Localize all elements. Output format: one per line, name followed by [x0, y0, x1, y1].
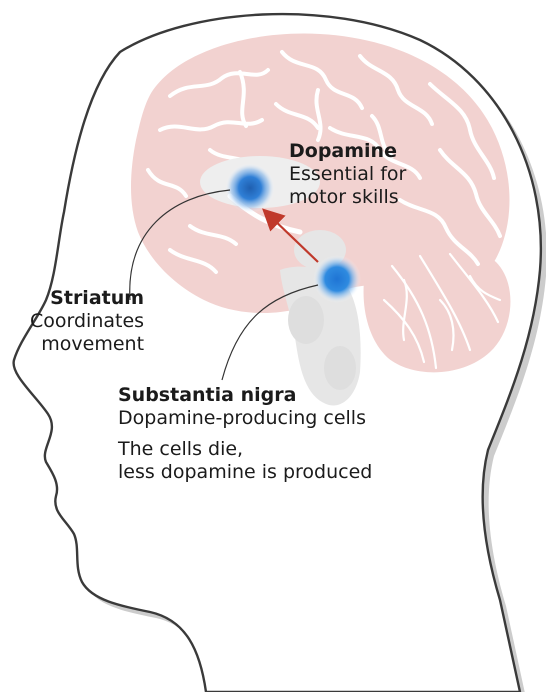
dopamine-label: Dopamine Essential for motor skills [289, 140, 406, 209]
substantia-nigra-note-line2: less dopamine is produced [118, 461, 372, 484]
striatum-desc-line2: movement [30, 333, 144, 356]
substantia-nigra-label: Substantia nigra Dopamine-producing cell… [118, 384, 372, 484]
substantia-nigra-marker [313, 255, 361, 303]
striatum-title: Striatum [30, 287, 144, 310]
substantia-nigra-desc: Dopamine-producing cells [118, 407, 372, 430]
dopamine-desc-line1: Essential for [289, 163, 406, 186]
substantia-nigra-note-line1: The cells die, [118, 438, 372, 461]
substantia-nigra-note: The cells die, less dopamine is produced [118, 438, 372, 484]
dopamine-title: Dopamine [289, 140, 406, 163]
striatum-label: Striatum Coordinates movement [30, 287, 144, 356]
striatum-marker [225, 163, 275, 213]
substantia-nigra-title: Substantia nigra [118, 384, 372, 407]
striatum-desc-line1: Coordinates [30, 310, 144, 333]
dopamine-desc-line2: motor skills [289, 186, 406, 209]
brain-cerebellum [364, 243, 511, 373]
